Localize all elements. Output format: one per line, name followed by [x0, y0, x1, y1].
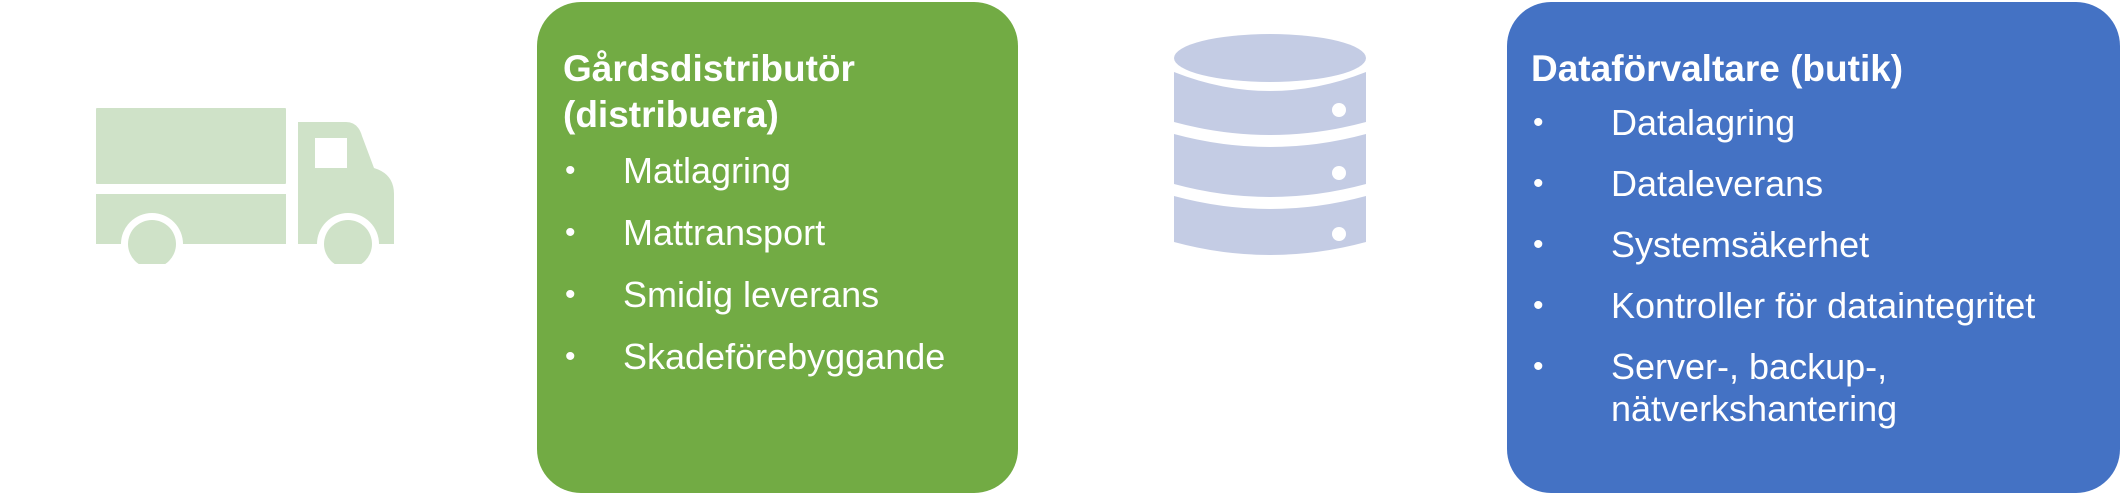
list-item-text: Dataleverans [1611, 163, 1824, 204]
list-item-text: Smidig leverans [623, 274, 880, 315]
list-item: • Mattransport [563, 212, 1018, 254]
bullet-icon: • [1533, 106, 1544, 139]
list-item: • Matlagring [563, 150, 1018, 192]
list-item-text-line2: nätverkshantering [1611, 388, 1898, 429]
list-item-text-line1: Server-, backup-, [1611, 346, 1888, 387]
farm-distributor-title-line2: (distribuera) [563, 94, 779, 135]
bullet-icon: • [1533, 167, 1544, 200]
bullet-icon: • [565, 278, 576, 311]
data-manager-list: • Datalagring • Dataleverans • Systemsäkerh… [1531, 102, 2120, 430]
list-item: • Skadeförebyggande [563, 336, 1018, 378]
list-item-text: Systemsäkerhet [1611, 224, 1870, 265]
list-item-text: Matlagring [623, 150, 792, 191]
bullet-icon: • [1533, 350, 1544, 383]
truck-icon [96, 108, 394, 264]
list-item: • Kontroller för dataintegritet [1531, 285, 2120, 327]
database-icon [1174, 34, 1366, 255]
data-manager-card: Dataförvaltare (butik) • Datalagring • Dat… [1507, 2, 2120, 493]
list-item-text: Mattransport [623, 212, 826, 253]
list-item: • Dataleverans [1531, 163, 2120, 205]
bullet-icon: • [565, 216, 576, 249]
farm-distributor-card: Gårdsdistributör (distribuera) • Matlagri… [537, 2, 1018, 493]
list-item: • Server-, backup-,nätverkshantering [1531, 346, 2120, 430]
farm-distributor-title-line1: Gårdsdistributör [563, 48, 855, 89]
bullet-icon: • [565, 340, 576, 373]
bullet-icon: • [565, 154, 576, 187]
bullet-icon: • [1533, 289, 1544, 322]
list-item-text: Kontroller för dataintegritet [1611, 285, 2036, 326]
list-item: • Smidig leverans [563, 274, 1018, 316]
farm-distributor-list: • Matlagring • Mattransport • Smidig levera… [563, 150, 1018, 378]
list-item: • Systemsäkerhet [1531, 224, 2120, 266]
farm-distributor-title: Gårdsdistributör (distribuera) [563, 46, 1018, 138]
list-item: • Datalagring [1531, 102, 2120, 144]
list-item-text: Datalagring [1611, 102, 1796, 143]
data-manager-title: Dataförvaltare (butik) [1531, 48, 1904, 89]
bullet-icon: • [1533, 228, 1544, 261]
list-item-text: Skadeförebyggande [623, 336, 946, 377]
